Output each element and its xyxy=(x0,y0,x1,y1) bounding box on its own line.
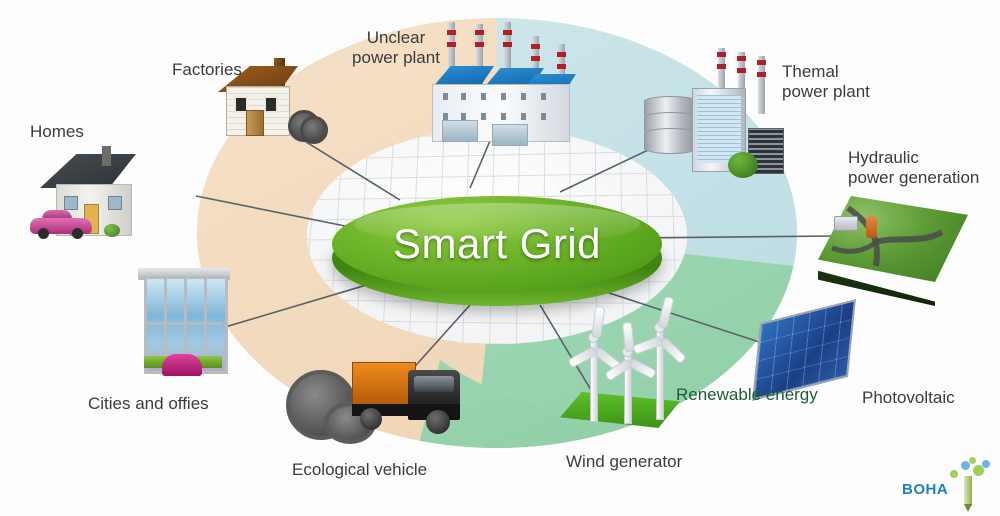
pink-car-icon xyxy=(30,210,92,239)
label-factories: Factories xyxy=(172,60,242,79)
pencil-tip-icon xyxy=(964,504,972,512)
leaf-dot xyxy=(961,461,970,470)
label-hydraulic: Hydraulic power generation xyxy=(848,148,980,188)
truck-windshield xyxy=(414,376,454,392)
hub-gloss xyxy=(354,203,640,245)
leaf-dot xyxy=(982,460,990,468)
smart-grid-hub[interactable]: Smart Grid xyxy=(332,196,662,306)
house-window xyxy=(64,196,78,210)
car-wheel xyxy=(38,228,49,239)
house-bush xyxy=(104,224,120,237)
leaf-dot xyxy=(950,470,958,478)
nuclear-stack xyxy=(503,22,512,86)
label-homes: Homes xyxy=(30,122,84,141)
thermal-tower-glass xyxy=(697,95,741,163)
label-photovoltaic: Photovoltaic xyxy=(862,388,955,407)
thermal-stack xyxy=(757,56,766,114)
leaf-dot xyxy=(973,465,984,476)
office-building-icon[interactable] xyxy=(136,266,246,386)
thermal-stack xyxy=(717,48,726,106)
nuclear-stack xyxy=(475,24,484,84)
nuclear-inlet xyxy=(492,124,528,146)
solar-cell-grid xyxy=(754,301,854,399)
thermal-plant-icon[interactable] xyxy=(640,48,800,188)
nuclear-inlet xyxy=(442,120,478,142)
factory-window xyxy=(234,96,248,113)
terrain-figure xyxy=(866,216,877,238)
hub-label: Smart Grid xyxy=(392,220,602,267)
terrain-vehicle xyxy=(834,216,858,231)
truck-wheel xyxy=(360,408,382,430)
label-cities: Cities and offies xyxy=(88,394,209,413)
house-roof xyxy=(40,154,136,188)
nuclear-stack xyxy=(557,44,566,100)
hydro-terrain-icon[interactable] xyxy=(818,196,978,308)
boha-logo[interactable]: BOHA xyxy=(902,457,994,512)
thermal-tank xyxy=(644,128,698,154)
terrain-roads xyxy=(831,205,944,267)
thermal-stack xyxy=(737,52,746,108)
nuclear-roof xyxy=(432,66,494,88)
wind-turbine xyxy=(632,295,704,420)
office-awning xyxy=(196,356,222,368)
thermal-tree xyxy=(728,152,758,178)
factory-window xyxy=(264,96,278,113)
car-wheel xyxy=(72,228,83,239)
pencil-icon xyxy=(964,476,972,506)
wind-turbine xyxy=(567,305,638,422)
connector-factories xyxy=(289,131,401,201)
label-wind: Wind generator xyxy=(566,452,683,471)
nuclear-stack xyxy=(531,36,540,94)
wind-turbine-icon[interactable] xyxy=(556,295,696,430)
office-mullion xyxy=(144,322,222,325)
truck-cargo-box xyxy=(352,362,416,406)
factory-tire xyxy=(300,116,328,144)
connector-cities xyxy=(214,277,391,331)
house-chimney xyxy=(102,146,111,166)
wind-turbine xyxy=(603,321,672,424)
logo-text: BOHA xyxy=(902,481,949,498)
label-vehicle: Ecological vehicle xyxy=(292,460,428,479)
label-renewable-energy: Renewable energy xyxy=(676,385,818,404)
hub-surface xyxy=(332,196,662,292)
label-thermal: Themal power plant xyxy=(782,62,870,102)
label-nuclear: Unclear power plant xyxy=(352,28,440,68)
factory-door xyxy=(246,110,264,136)
truck-icon[interactable] xyxy=(286,356,466,456)
nuclear-plant-icon[interactable] xyxy=(424,22,584,162)
factory-icon[interactable] xyxy=(212,58,332,154)
truck-wheel xyxy=(426,410,450,434)
house-icon[interactable] xyxy=(30,140,160,250)
leaf-dot xyxy=(969,457,976,464)
office-car xyxy=(162,354,202,376)
house-window xyxy=(108,196,122,210)
nuclear-stack xyxy=(447,22,456,84)
